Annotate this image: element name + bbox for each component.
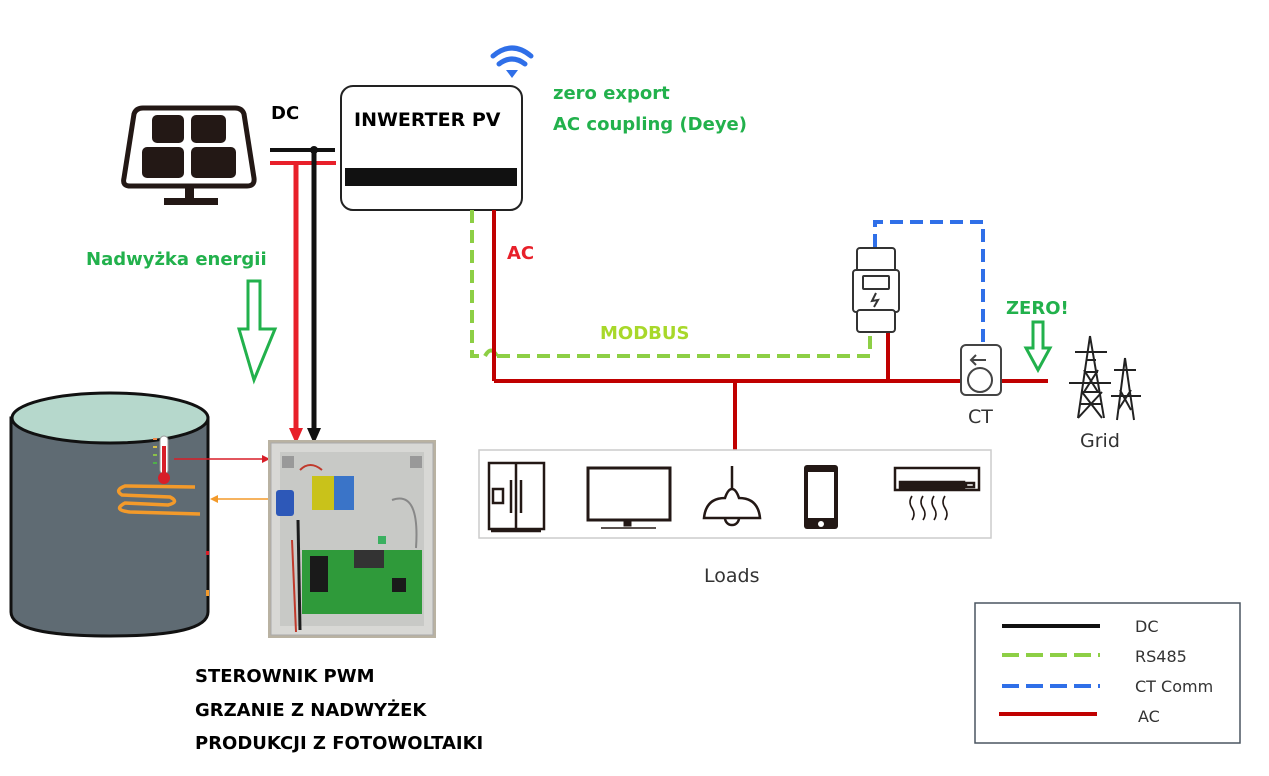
legend-label-dc: DC <box>1135 617 1159 636</box>
inverter-box <box>340 85 523 211</box>
ct-comm-line <box>873 220 985 345</box>
phone-icon <box>804 465 838 529</box>
controller-caption-line1: STEROWNIK PWM <box>195 666 375 687</box>
power-tower-icon <box>1069 335 1141 421</box>
surplus-label: Nadwyżka energii <box>86 249 267 270</box>
energy-meter-icon <box>852 247 900 333</box>
ac-wiring <box>492 210 1048 450</box>
legend-label-rs485: RS485 <box>1135 647 1187 666</box>
water-tank-icon <box>9 391 210 638</box>
rs485-line <box>470 210 872 358</box>
tv-icon <box>586 466 672 529</box>
fridge-icon <box>487 461 546 533</box>
legend-label-ac: AC <box>1138 707 1160 726</box>
surplus-arrow-icon <box>236 279 278 385</box>
zero-label: ZERO! <box>1006 298 1069 319</box>
solar-panel-icon <box>121 105 257 205</box>
heater-coil-icon <box>116 484 201 516</box>
legend-label-ct-comm: CT Comm <box>1135 677 1214 696</box>
wifi-icon <box>490 45 534 78</box>
ct-clamp-icon <box>960 344 1002 396</box>
inverter-note-zero-export: zero export <box>553 83 670 104</box>
inverter-note-ac-coupling: AC coupling (Deye) <box>553 114 747 135</box>
air-conditioner-icon <box>893 466 981 521</box>
zero-arrow-icon <box>1023 320 1053 374</box>
lamp-icon <box>702 466 762 527</box>
modbus-label: MODBUS <box>600 323 690 344</box>
loads-label: Loads <box>704 565 760 587</box>
pwm-controller-box-icon <box>268 440 436 638</box>
ct-label: CT <box>968 406 993 428</box>
dc-wiring <box>270 146 336 444</box>
controller-caption-line3: PRODUKCJI Z FOTOWOLTAIKI <box>195 733 484 754</box>
dc-label: DC <box>271 103 300 124</box>
controller-caption-line2: GRZANIE Z NADWYŻEK <box>195 700 427 721</box>
inverter-label: INWERTER PV <box>354 109 501 131</box>
grid-label: Grid <box>1080 430 1120 452</box>
thermometer-icon <box>153 435 170 484</box>
ac-label: AC <box>507 243 535 264</box>
